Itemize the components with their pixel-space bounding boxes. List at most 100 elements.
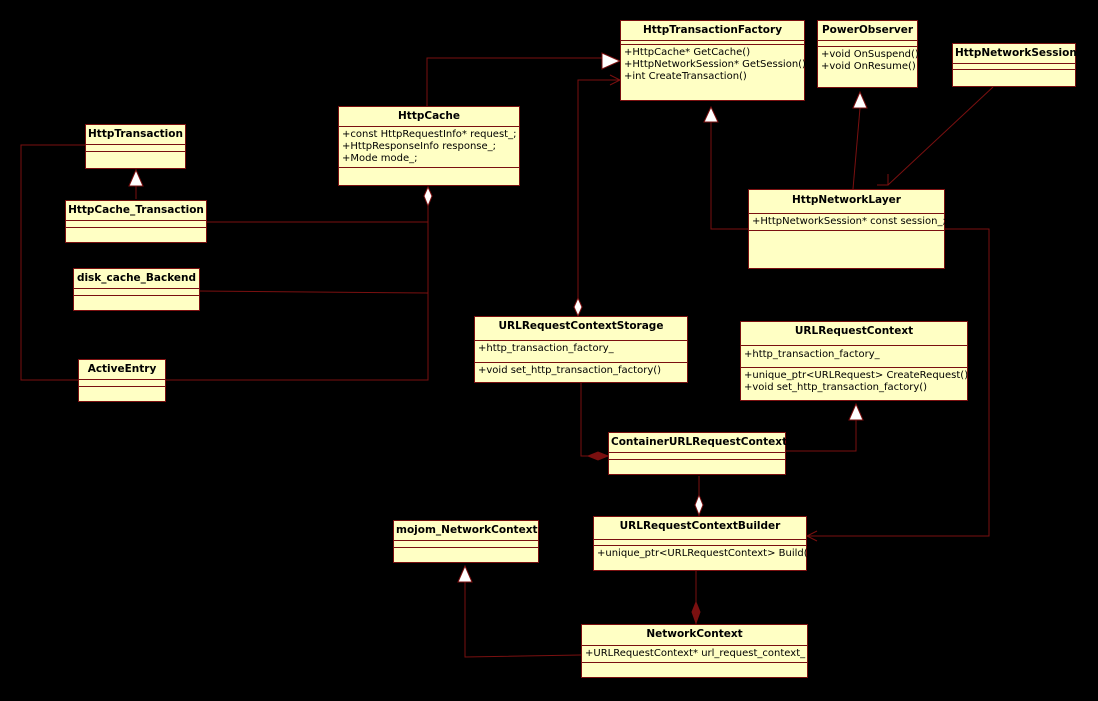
operations-section <box>79 386 165 387</box>
operations-section <box>66 227 206 228</box>
attributes-section <box>594 539 806 545</box>
operation: +void OnSuspend() <box>821 49 919 60</box>
class-http-network-layer[interactable]: HttpNetworkLayer +HttpNetworkSession* co… <box>748 189 946 269</box>
operations-section: +URLRequestContext* url_request_context_ <box>582 645 807 662</box>
attributes-section <box>818 40 917 46</box>
class-name: HttpNetworkLayer <box>792 194 901 206</box>
attributes-section <box>74 288 199 295</box>
powerobserver-arrowhead <box>852 90 868 109</box>
operation: +unique_ptr<URLRequest> CreateRequest() <box>744 370 969 381</box>
attributes-section <box>953 63 1075 69</box>
class-http-network-session[interactable]: HttpNetworkSession <box>952 43 1077 87</box>
httptransaction-to-activeentry-line <box>20 144 85 381</box>
networkcontext-to-mojom-line <box>464 582 582 658</box>
httpcache-to-activeentry-line <box>165 206 429 381</box>
operations-section <box>394 547 538 548</box>
storage-to-factory-line <box>577 79 620 302</box>
class-name: mojom_NetworkContext <box>396 524 538 536</box>
class-name: disk_cache_Backend <box>76 272 197 284</box>
empty-section <box>582 662 807 671</box>
container-to-urlrequestcontext-line <box>785 420 857 452</box>
operations-section: +void set_http_transaction_factory() <box>475 362 687 379</box>
operations-section <box>74 295 199 296</box>
mojom-arrowhead <box>457 564 473 583</box>
class-name: HttpTransactionFactory <box>642 24 783 36</box>
class-name: HttpCache_Transaction <box>68 204 204 216</box>
container-filled-diamond <box>586 451 610 461</box>
networklayer-to-builder-line <box>807 228 990 537</box>
httpcache-to-backend-line <box>198 290 429 294</box>
class-name: URLRequestContextStorage <box>498 320 664 332</box>
operations-section: +unique_ptr<URLRequest> CreateRequest() … <box>741 367 969 396</box>
networklayer-to-factory-line <box>710 122 748 230</box>
class-name: ActiveEntry <box>87 363 157 375</box>
attributes-section <box>609 452 785 459</box>
attribute: +http_transaction_factory_ <box>744 349 880 360</box>
class-name: NetworkContext <box>646 628 743 640</box>
attributes-section: +http_transaction_factory_ <box>741 345 967 367</box>
class-power-observer[interactable]: PowerObserver +void OnSuspend() +void On… <box>817 20 919 88</box>
factory-arrowhead-1 <box>601 52 622 70</box>
class-http-transaction[interactable]: HttpTransaction <box>85 124 186 169</box>
operations-section <box>953 69 1075 70</box>
layer-builder-arrowhead <box>805 530 818 542</box>
operations-section <box>86 151 185 152</box>
attributes-section <box>66 220 206 227</box>
httptransaction-arrowhead <box>128 168 144 187</box>
operation: +void set_http_transaction_factory() <box>478 365 662 376</box>
class-url-request-context-storage[interactable]: URLRequestContextStorage +http_transacti… <box>474 316 688 383</box>
class-active-entry[interactable]: ActiveEntry <box>78 359 166 402</box>
class-http-cache-transaction[interactable]: HttpCache_Transaction <box>65 200 207 243</box>
attribute: +HttpResponseInfo response_; <box>342 141 497 152</box>
operation: +int CreateTransaction() <box>624 71 747 82</box>
attribute: +Mode mode_; <box>342 153 418 164</box>
attributes-section <box>394 540 538 547</box>
class-disk-cache-backend[interactable]: disk_cache_Backend <box>73 268 200 311</box>
builder-diamond <box>694 493 704 517</box>
attribute: +http_transaction_factory_ <box>478 343 614 354</box>
class-mojom-network-context[interactable]: mojom_NetworkContext <box>393 520 539 563</box>
operation: +HttpNetworkSession* GetSession() <box>624 59 806 70</box>
networklayer-to-powerobserver-line <box>852 107 861 190</box>
class-url-request-context-builder[interactable]: URLRequestContextBuilder +unique_ptr<URL… <box>593 516 812 571</box>
operations-section: +HttpCache* GetCache() +HttpNetworkSessi… <box>621 44 806 85</box>
attributes-section: +const HttpRequestInfo* request_; +HttpR… <box>339 126 519 167</box>
class-http-transaction-factory[interactable]: HttpTransactionFactory +HttpCache* GetCa… <box>620 20 806 101</box>
class-container-url-request-context[interactable]: ContainerURLRequestContext <box>608 432 788 475</box>
class-url-request-context[interactable]: URLRequestContext +http_transaction_fact… <box>740 321 968 401</box>
attributes-section <box>86 144 185 151</box>
attribute: +const HttpRequestInfo* request_; <box>342 129 517 140</box>
factory-arrowhead-2 <box>703 105 719 123</box>
storage-to-container-line <box>580 383 598 457</box>
operations-section: +unique_ptr<URLRequestContext> Build() <box>594 545 812 562</box>
operations-section <box>339 167 519 168</box>
operation: +void set_http_transaction_factory() <box>744 382 928 393</box>
class-name: URLRequestContext <box>794 325 914 337</box>
networkcontext-filled-diamond <box>691 600 701 625</box>
operations-section <box>609 459 785 460</box>
operation: +HttpCache* GetCache() <box>624 47 751 58</box>
attributes-section <box>621 40 804 44</box>
class-name: ContainerURLRequestContext <box>611 436 788 448</box>
operation: +unique_ptr<URLRequestContext> Build() <box>597 548 812 559</box>
class-name: URLRequestContextBuilder <box>619 520 781 532</box>
attributes-section: +HttpNetworkSession* const session_; <box>749 213 946 230</box>
class-network-context[interactable]: NetworkContext +URLRequestContext* url_r… <box>581 624 808 678</box>
session-layer-arrowhead <box>877 174 889 186</box>
operations-section: +void OnSuspend() +void OnResume() <box>818 46 919 75</box>
class-name: HttpCache <box>398 110 460 122</box>
urlrequestcontext-arrowhead <box>848 402 864 421</box>
session-to-networklayer-line <box>887 86 994 186</box>
attribute: +HttpNetworkSession* const session_; <box>752 216 946 227</box>
class-http-cache[interactable]: HttpCache +const HttpRequestInfo* reques… <box>338 106 520 186</box>
operations-section <box>749 230 944 231</box>
httpcache-diamond <box>423 185 433 208</box>
class-name: HttpNetworkSession <box>955 47 1077 59</box>
operation: +void OnResume() <box>821 61 916 72</box>
storage-diamond <box>573 296 583 318</box>
class-name: PowerObserver <box>821 24 914 36</box>
httpcache-to-factory-line <box>426 57 602 106</box>
attributes-section <box>79 379 165 386</box>
attributes-section: +http_transaction_factory_ <box>475 340 687 362</box>
